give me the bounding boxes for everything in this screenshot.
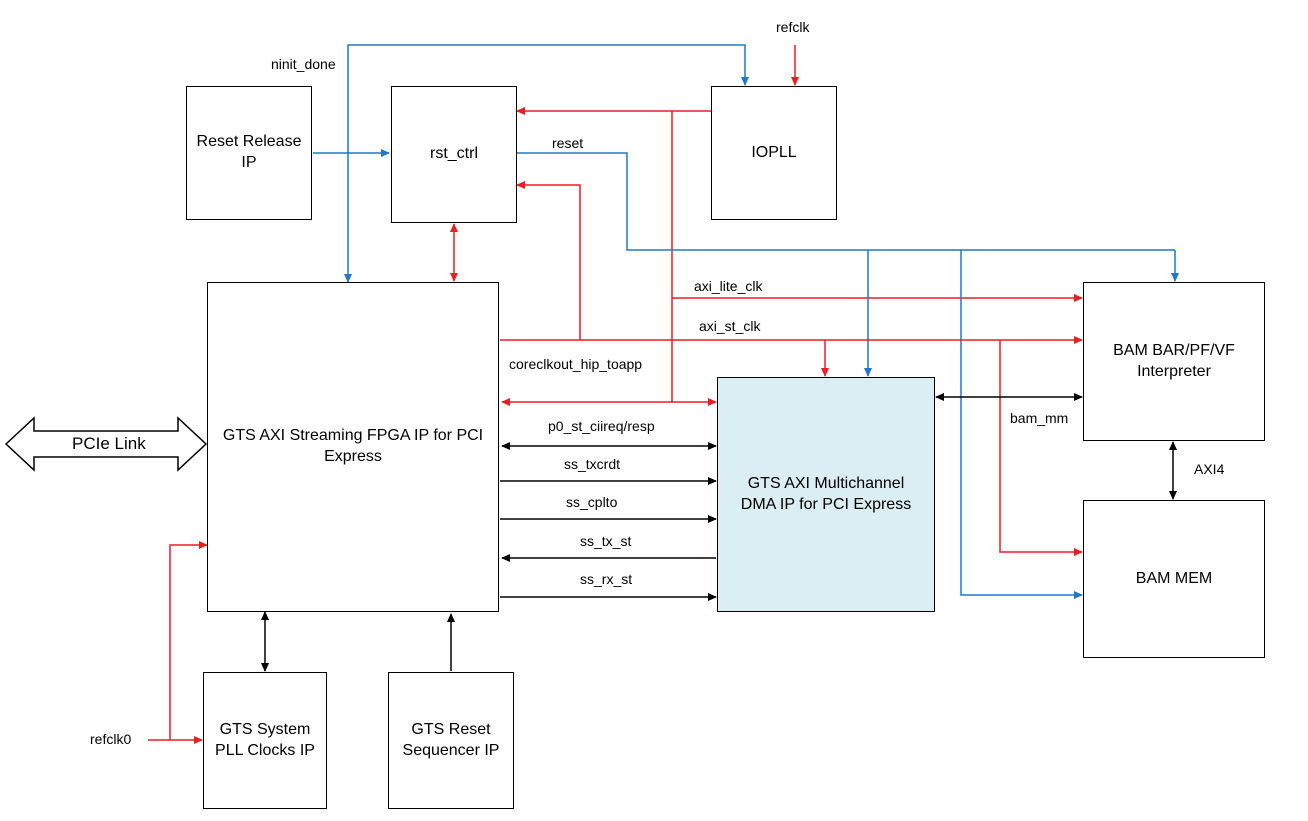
bam-mem-block: BAM MEM bbox=[1083, 500, 1265, 658]
bam-mm-label: bam_mm bbox=[1010, 410, 1069, 426]
gts-system-pll-block: GTS System PLL Clocks IP bbox=[203, 672, 327, 809]
rst-ctrl-block: rst_ctrl bbox=[391, 86, 517, 223]
p0-st-label: p0_st_ciireq/resp bbox=[548, 418, 655, 434]
clk-to-bam-mem bbox=[999, 340, 1083, 556]
gts-reset-sequencer-block: GTS Reset Sequencer IP bbox=[388, 672, 514, 809]
pcie-link-label: PCIe Link bbox=[72, 434, 146, 453]
ninit-done-label: ninit_done bbox=[271, 56, 336, 72]
axi-lite-clk-label: axi_lite_clk bbox=[694, 278, 763, 294]
ss-tx-st-label: ss_tx_st bbox=[580, 533, 632, 549]
reset-label: reset bbox=[552, 135, 584, 151]
gts-axi-mcdma-block: GTS AXI Multichannel DMA IP for PCI Expr… bbox=[717, 377, 935, 612]
refclk0-to-streaming bbox=[169, 541, 208, 740]
reset-bus bbox=[517, 152, 1175, 251]
gts-axi-streaming-block: GTS AXI Streaming FPGA IP for PCI Expres… bbox=[207, 282, 499, 612]
ss-rx-st-label: ss_rx_st bbox=[580, 571, 633, 587]
refclk0-label: refclk0 bbox=[90, 731, 132, 747]
reset-release-block: Reset Release IP bbox=[186, 86, 312, 220]
ss-txcrdt-label: ss_txcrdt bbox=[564, 456, 621, 472]
coreclkout-label: coreclkout_hip_toapp bbox=[509, 356, 643, 372]
reset-to-bam-mem bbox=[960, 250, 1083, 599]
iopll-block: IOPLL bbox=[711, 86, 837, 220]
axi4-label: AXI4 bbox=[1194, 461, 1225, 477]
pcie-link-arrow bbox=[4, 416, 208, 472]
bam-interpreter-block: BAM BAR/PF/VF Interpreter bbox=[1083, 282, 1265, 441]
refclk-label: refclk bbox=[776, 19, 810, 35]
ninit-done-wire bbox=[344, 44, 749, 283]
clk-back-to-rst bbox=[516, 181, 581, 340]
ss-cplto-label: ss_cplto bbox=[566, 494, 618, 510]
axi-st-clk-label: axi_st_clk bbox=[699, 318, 761, 334]
